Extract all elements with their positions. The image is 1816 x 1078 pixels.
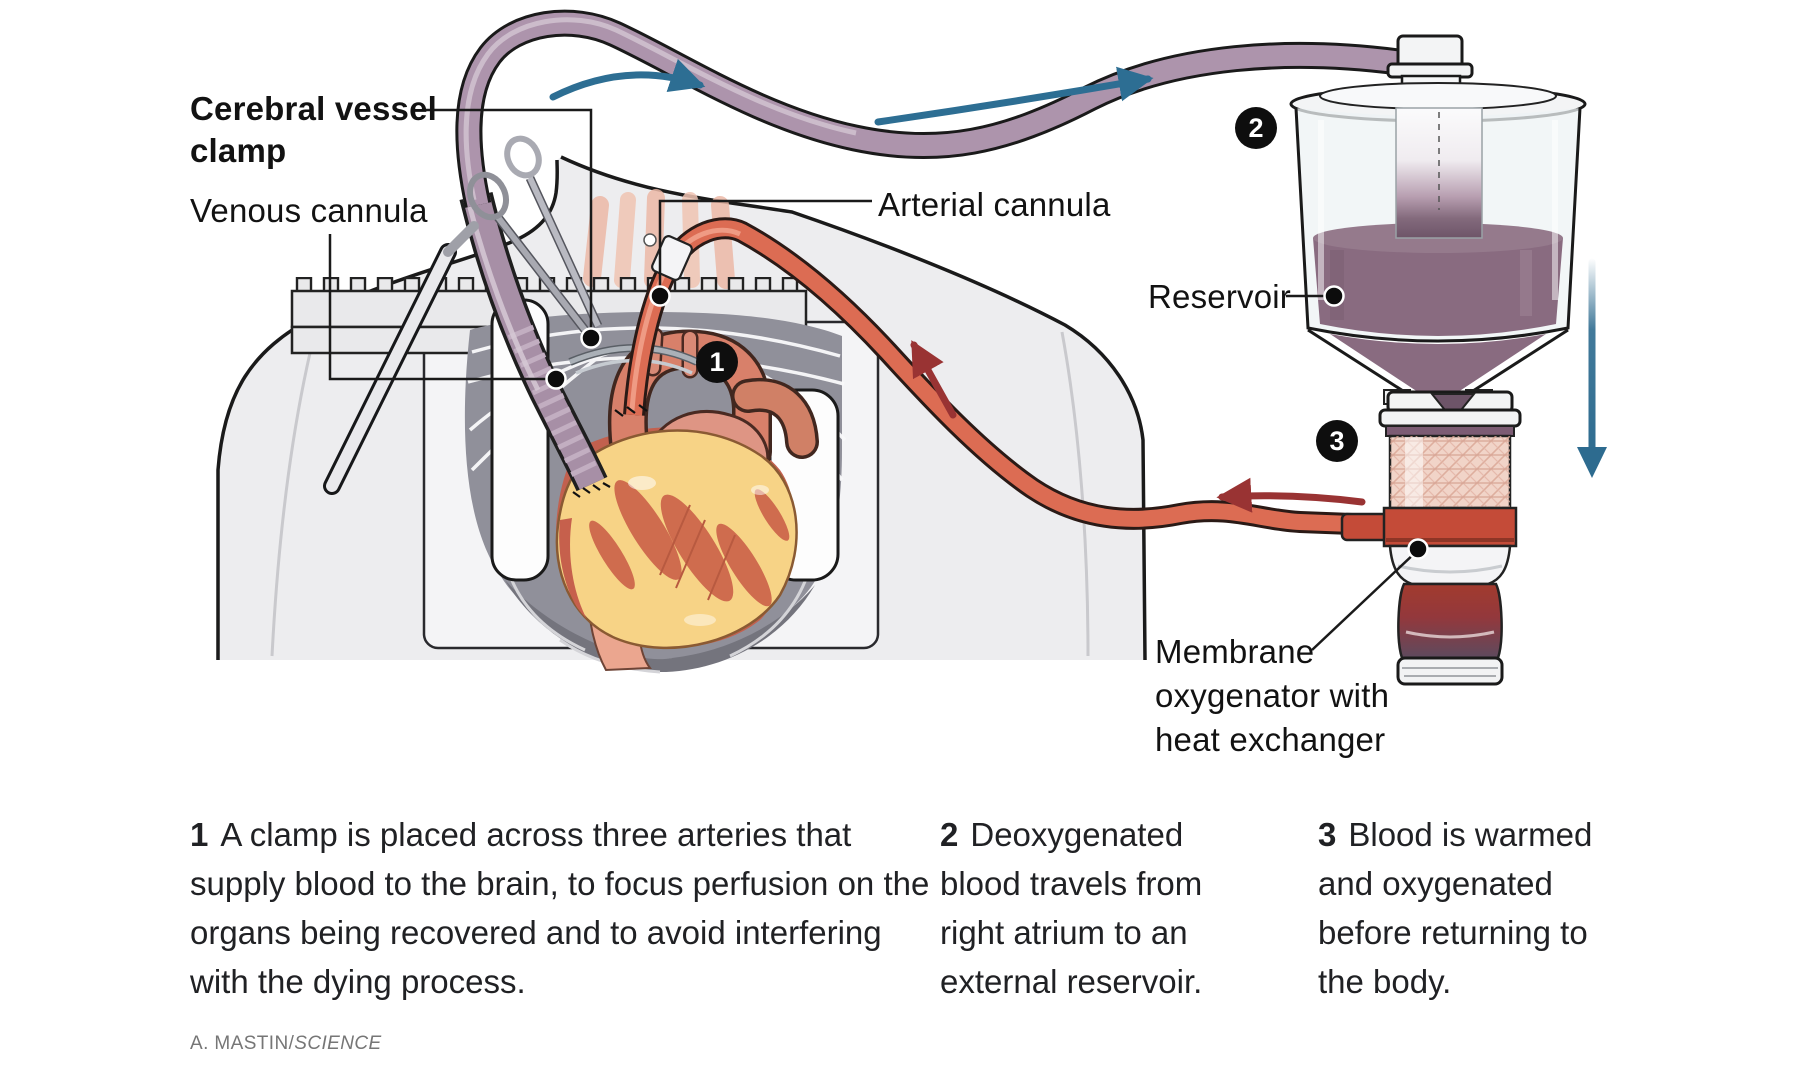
label-membrane-oxygenator: Membrane oxygenator with heat exchanger (1155, 633, 1390, 758)
venous-flow-arrow-right (874, 66, 1154, 126)
label-reservoir: Reservoir (1148, 278, 1292, 315)
leader-dots (545, 285, 1429, 560)
venous-tube (455, 9, 1400, 208)
step-3-badge: 3 (1316, 420, 1358, 462)
cerebral-clamp-instrument (323, 135, 699, 495)
arterial-flow-arrow-shoulder (910, 340, 957, 419)
credit-author: A. MASTIN/ (190, 1033, 295, 1054)
suture-marks (572, 482, 611, 498)
venous-flow-arrow-left (549, 58, 706, 101)
step-1-number: 1 (190, 816, 209, 853)
step-3-number: 3 (1318, 816, 1337, 853)
label-cerebral-vessel-clamp: Cerebral vessel clamp (190, 90, 438, 169)
step-3-text: Blood is warmed and oxygenated before re… (1318, 816, 1593, 1000)
flow-arrows (549, 58, 1607, 513)
step-2-number: 2 (940, 816, 959, 853)
label-arterial-cannula: Arterial cannula (878, 186, 1111, 223)
step-2-text: Deoxygenated blood travels from right at… (940, 816, 1203, 1000)
arterial-flow-arrow-horizontal (1216, 477, 1366, 513)
credit-line: A. MASTIN/SCIENCE (190, 1033, 382, 1055)
arterial-cannula (614, 217, 1353, 535)
step-1-text: A clamp is placed across three arteries … (190, 816, 930, 1000)
membrane-oxygenator (1340, 390, 1522, 686)
credit-publication: SCIENCE (294, 1033, 382, 1054)
reservoir (1289, 34, 1587, 422)
illustration-svg (216, 9, 1607, 686)
step-1-badge: 1 (696, 341, 738, 383)
label-venous-cannula: Venous cannula (190, 192, 428, 229)
heart-muscle-stripes (559, 480, 790, 628)
step-2-badge: 2 (1235, 107, 1277, 149)
leader-lines (328, 108, 1418, 651)
